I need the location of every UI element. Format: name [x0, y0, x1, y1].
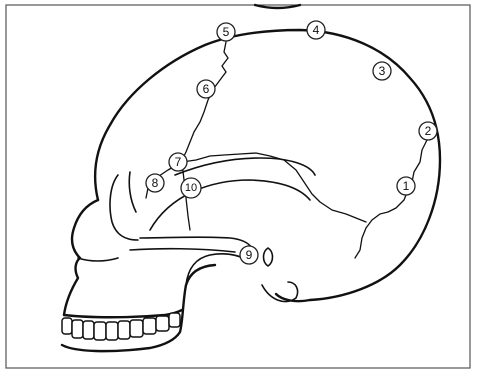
- marker-6: 6: [197, 80, 215, 98]
- marker-3-label: 3: [379, 64, 386, 78]
- marker-8: 8: [146, 174, 164, 192]
- marker-7: 7: [169, 153, 187, 171]
- marker-1-label: 1: [403, 179, 410, 193]
- temporal-lower: [150, 180, 310, 230]
- face-outline: [64, 200, 98, 315]
- marker-9: 9: [240, 246, 258, 264]
- marker-1: 1: [397, 177, 415, 195]
- ear-canal: [264, 248, 273, 266]
- lambdoid-suture: [355, 138, 428, 258]
- marker-9-label: 9: [246, 248, 253, 262]
- orbit-inner: [129, 172, 136, 212]
- marker-5: 5: [217, 23, 235, 41]
- marker-10-label: 10: [185, 182, 197, 194]
- mandible-ramus: [186, 254, 248, 285]
- marker-6-label: 6: [203, 82, 210, 96]
- marker-3: 3: [373, 62, 391, 80]
- marker-2-label: 2: [425, 124, 432, 138]
- mastoid-process: [262, 282, 298, 302]
- marker-5-label: 5: [223, 25, 230, 39]
- marker-8-label: 8: [152, 176, 159, 190]
- zygomatic-arch: [140, 237, 252, 248]
- zygomatic-arch-lower: [130, 249, 235, 252]
- marker-4: 4: [307, 21, 325, 39]
- marker-4-label: 4: [313, 23, 320, 37]
- coronal-suture: [182, 42, 228, 160]
- marker-2: 2: [419, 122, 437, 140]
- nasal-line: [78, 258, 118, 261]
- marker-10: 10: [181, 178, 201, 198]
- marker-7-label: 7: [175, 155, 182, 169]
